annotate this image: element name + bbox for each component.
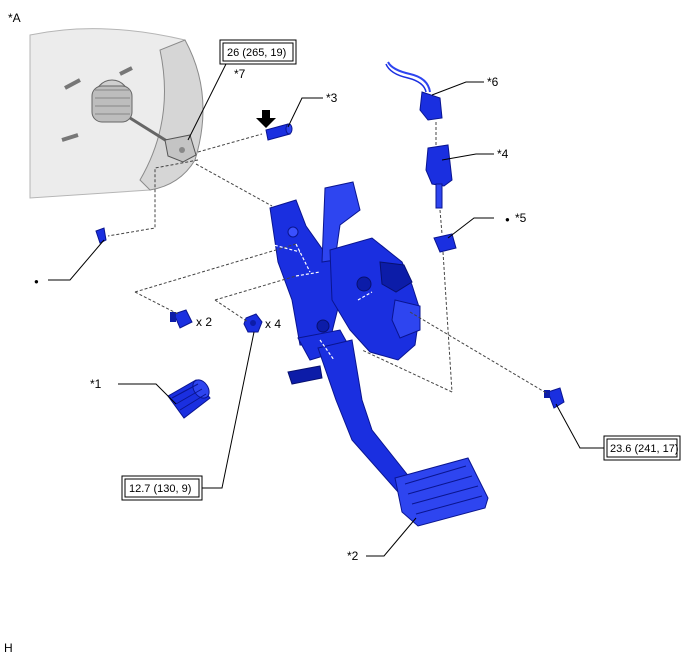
callout-2: *2 [347, 549, 359, 563]
clevis-pin [265, 123, 293, 141]
torque-box-2: 12.7 (130, 9) [121, 475, 203, 501]
torque-value-3: 23.6 (241, 17) [610, 443, 679, 455]
switch-clip [433, 233, 457, 253]
assembly-guide-lines [107, 122, 549, 395]
footer-code: H [4, 641, 13, 655]
brake-pedal-lever [287, 339, 411, 493]
brake-pedal-pad [394, 457, 489, 527]
brake-booster [29, 28, 204, 199]
callout-5: *5 [515, 211, 527, 225]
pedal-pad-cover [167, 379, 211, 419]
small-clip [95, 227, 107, 244]
torque-box-3: 23.6 (241, 17) [603, 435, 681, 461]
callout-1: *1 [90, 377, 102, 391]
callout-4: *4 [497, 147, 509, 161]
nut-quantity: x 4 [265, 317, 281, 331]
clip-part [170, 309, 193, 329]
bracket-bolt [544, 387, 565, 409]
callout-7: *7 [234, 67, 246, 81]
torque-value-2: 12.7 (130, 9) [129, 483, 191, 495]
arrow-down-icon [256, 110, 276, 128]
non-reusable-dot-5: ● [505, 215, 510, 224]
callout-6: *6 [487, 75, 499, 89]
torque-value-1: 26 (265, 19) [227, 47, 286, 59]
leader-lines [48, 63, 604, 557]
stop-lamp-switch [425, 144, 453, 209]
nut-part [243, 313, 263, 333]
callout-3: *3 [326, 91, 338, 105]
torque-box-1: 26 (265, 19) [219, 39, 297, 65]
non-reusable-dot: ● [34, 277, 39, 286]
clip-quantity: x 2 [196, 315, 212, 329]
view-label: *A [8, 11, 21, 25]
wire-harness-connector [385, 61, 443, 121]
pedal-bracket-assembly [269, 181, 421, 361]
